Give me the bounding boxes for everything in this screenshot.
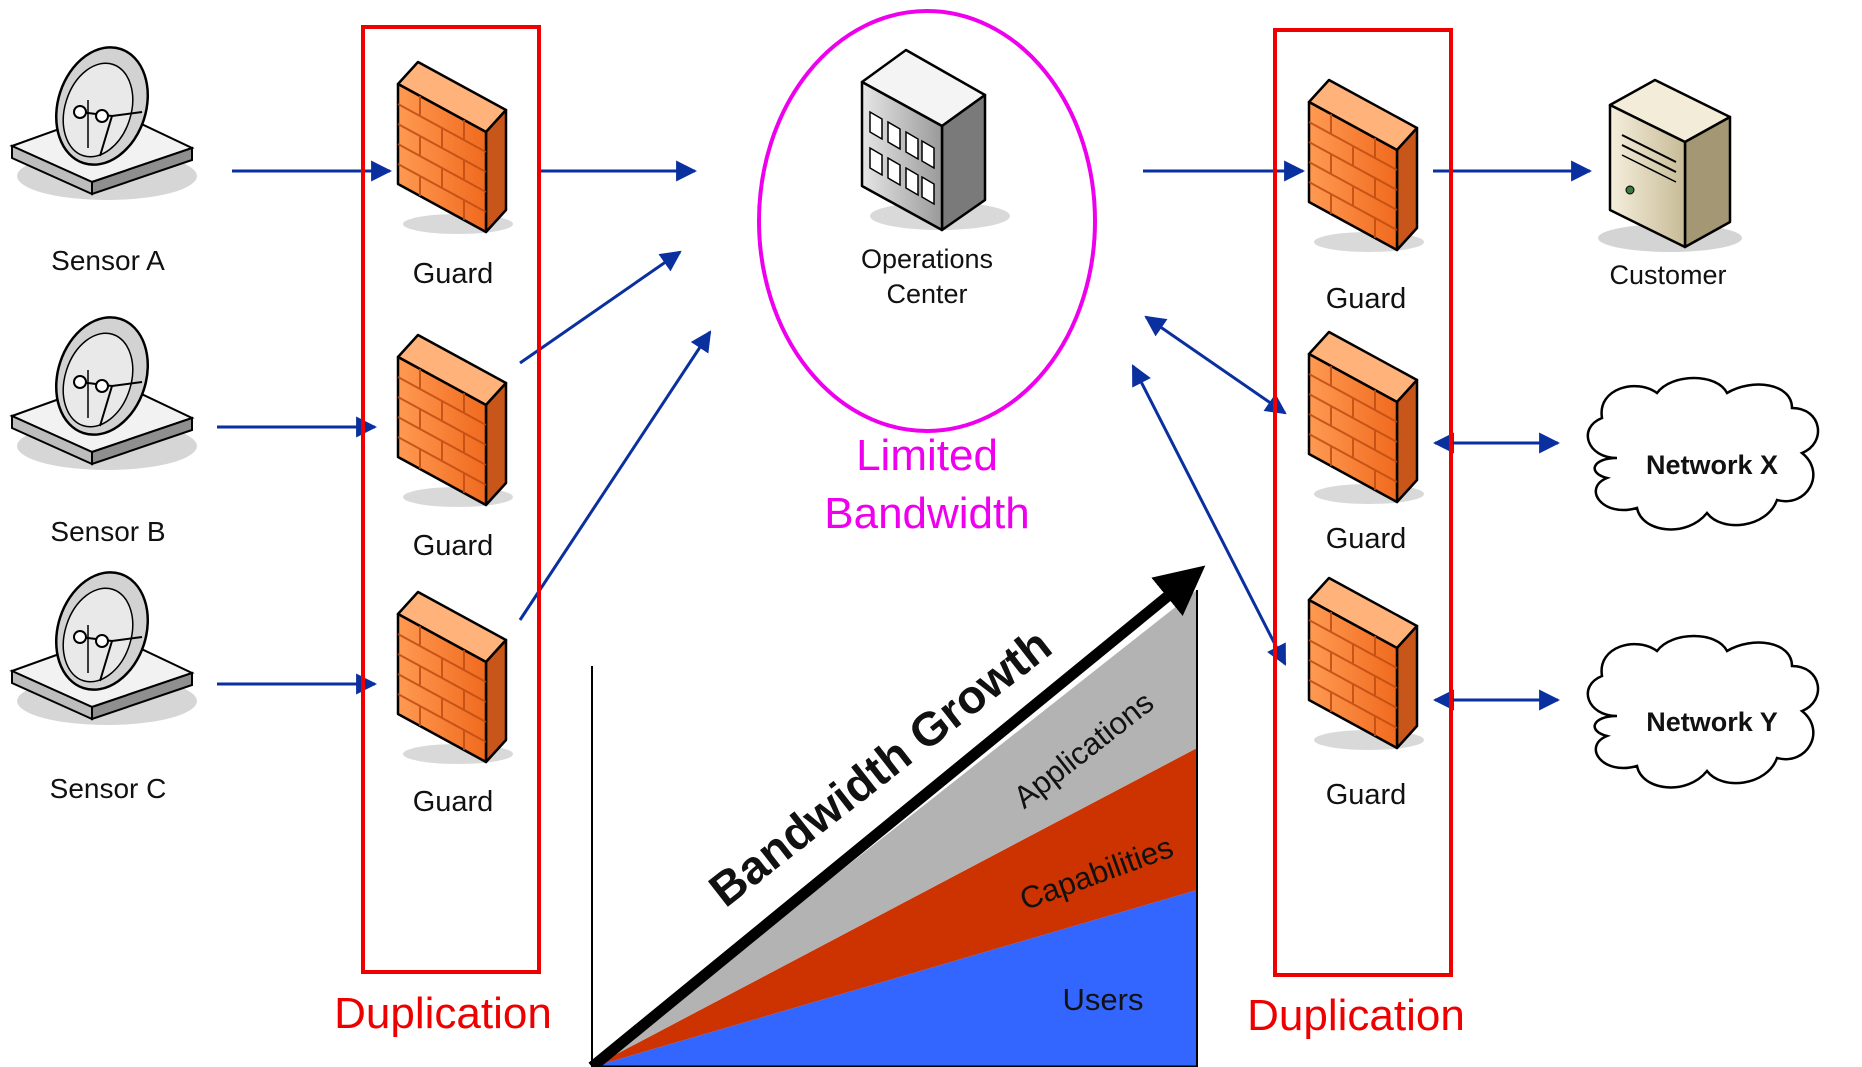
left-guard-2: Guard (396, 333, 515, 562)
firewall-icon (1307, 78, 1426, 254)
left-guard-1: Guard (396, 60, 515, 290)
network-y: Network Y (1586, 634, 1820, 789)
left-guard-2-label: Guard (413, 530, 494, 562)
sensor-c: Sensor C (10, 559, 199, 804)
duplication-box-right (1273, 28, 1453, 977)
right-guard-2: Guard (1307, 330, 1426, 555)
firewall-icon (396, 590, 515, 766)
firewall-icon (396, 60, 515, 236)
sensor-c-label: Sensor C (50, 773, 167, 804)
satellite-dish-icon (10, 34, 199, 202)
sensor-b-label: Sensor B (50, 516, 165, 547)
server-icon (1598, 78, 1742, 252)
users-label: Users (1063, 982, 1144, 1017)
limited-bandwidth-line2: Bandwidth (824, 489, 1029, 538)
duplication-label-left: Duplication (334, 989, 552, 1038)
arrow-guard-c-to-ops (518, 330, 712, 621)
growth-arrow (588, 565, 1206, 1067)
arrow-ops-guard-two-way (1144, 315, 1287, 415)
firewall-icon (1307, 576, 1426, 752)
left-guard-1-label: Guard (413, 258, 494, 290)
building-icon (860, 48, 1010, 232)
right-guard-1: Guard (1307, 78, 1426, 315)
sensor-b: Sensor B (10, 304, 199, 547)
limited-bandwidth-ellipse (757, 9, 1097, 433)
connection-arrows (217, 160, 1593, 711)
arrow-ops-guard-two-way-lower (1131, 364, 1287, 666)
sensor-a: Sensor A (10, 34, 199, 276)
duplication-label-right: Duplication (1247, 991, 1465, 1040)
left-guard-3-label: Guard (413, 786, 494, 818)
operations-center-label-line2: Center (886, 279, 967, 309)
left-guard-3: Guard (396, 590, 515, 818)
duplication-box-left (361, 25, 541, 974)
operations-center-label-line1: Operations (861, 244, 993, 274)
right-guard-3-label: Guard (1326, 779, 1407, 811)
network-x: Network X (1586, 376, 1820, 531)
right-guard-1-label: Guard (1326, 283, 1407, 315)
network-y-label: Network Y (1646, 707, 1778, 737)
limited-bandwidth-line1: Limited (856, 431, 998, 480)
customer: Customer (1598, 78, 1742, 290)
firewall-icon (396, 333, 515, 509)
bandwidth-growth-chart: Bandwidth Growth Applications Capabiliti… (588, 565, 1206, 1067)
sensor-a-label: Sensor A (51, 245, 165, 276)
customer-label: Customer (1609, 260, 1726, 290)
satellite-dish-icon (10, 559, 199, 727)
network-x-label: Network X (1646, 450, 1778, 480)
firewall-icon (1307, 330, 1426, 506)
right-guard-2-label: Guard (1326, 523, 1407, 555)
satellite-dish-icon (10, 304, 199, 472)
right-guard-3: Guard (1307, 576, 1426, 811)
arrow-guard-b-to-ops (519, 250, 682, 365)
